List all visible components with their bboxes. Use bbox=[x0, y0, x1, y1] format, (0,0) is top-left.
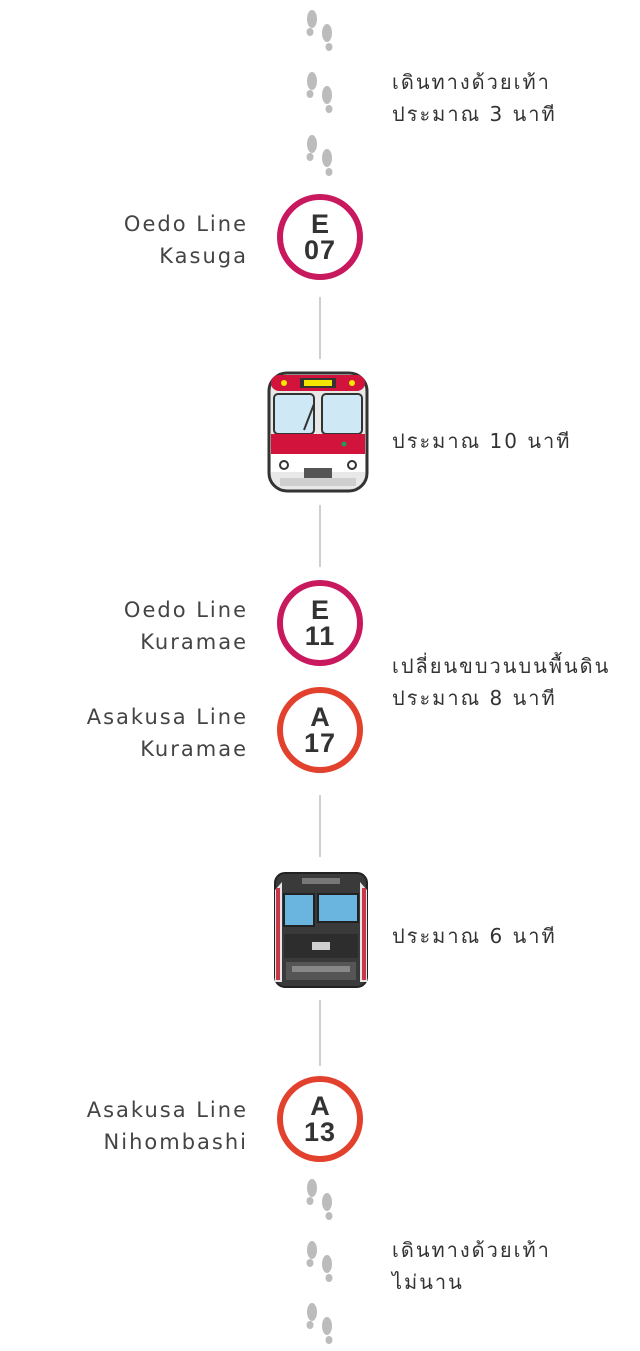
footprints-icon bbox=[306, 1303, 333, 1344]
walk-top-text: เดินทางด้วยเท้า ประมาณ 3 นาที bbox=[392, 70, 557, 126]
footprints-icon bbox=[306, 1241, 333, 1282]
footprints-icon bbox=[306, 10, 333, 51]
station-badge-e11: E 11 bbox=[277, 580, 363, 666]
station-name: Kuramae bbox=[140, 737, 248, 761]
station-name: Nihombashi bbox=[103, 1130, 248, 1154]
footprints-icon bbox=[306, 135, 333, 176]
badge-number: 11 bbox=[304, 621, 336, 651]
footprints-icon bbox=[306, 1179, 333, 1220]
station-label: Oedo Line Kuramae bbox=[60, 594, 248, 658]
ride2-text: ประมาณ 6 นาที bbox=[392, 924, 557, 948]
station-badge-e07: E 07 bbox=[277, 194, 363, 280]
transfer-text: เปลี่ยนขบวนบนพื้นดิน ประมาณ 8 นาที bbox=[392, 654, 611, 710]
station-label: Asakusa Line Nihombashi bbox=[60, 1094, 248, 1158]
badge-letter: A bbox=[310, 702, 330, 732]
station-line: Asakusa Line bbox=[86, 705, 248, 729]
badge-letter: A bbox=[310, 1091, 330, 1121]
station-badge-a13: A 13 bbox=[277, 1076, 363, 1162]
badge-letter: E bbox=[310, 595, 329, 625]
route-line bbox=[319, 505, 321, 567]
station-line: Oedo Line bbox=[123, 598, 248, 622]
footprints-icon bbox=[306, 72, 333, 113]
station-name: Kuramae bbox=[140, 630, 248, 654]
station-label: Asakusa Line Kuramae bbox=[60, 701, 248, 765]
route-line bbox=[319, 297, 321, 359]
badge-number: 17 bbox=[303, 728, 337, 758]
oedo-train-icon bbox=[267, 371, 369, 493]
station-label: Oedo Line Kasuga bbox=[60, 208, 248, 272]
badge-number: 07 bbox=[303, 235, 337, 265]
station-line: Asakusa Line bbox=[86, 1098, 248, 1122]
station-line: Oedo Line bbox=[123, 212, 248, 236]
badge-letter: E bbox=[310, 209, 329, 239]
station-name: Kasuga bbox=[159, 244, 248, 268]
route-line bbox=[319, 795, 321, 857]
route-line bbox=[319, 1000, 321, 1066]
walk-bottom-text: เดินทางด้วยเท้า ไม่นาน bbox=[392, 1238, 551, 1294]
station-badge-a17: A 17 bbox=[277, 687, 363, 773]
badge-number: 13 bbox=[303, 1117, 337, 1147]
asakusa-train-icon bbox=[274, 872, 368, 988]
ride1-text: ประมาณ 10 นาที bbox=[392, 429, 572, 453]
